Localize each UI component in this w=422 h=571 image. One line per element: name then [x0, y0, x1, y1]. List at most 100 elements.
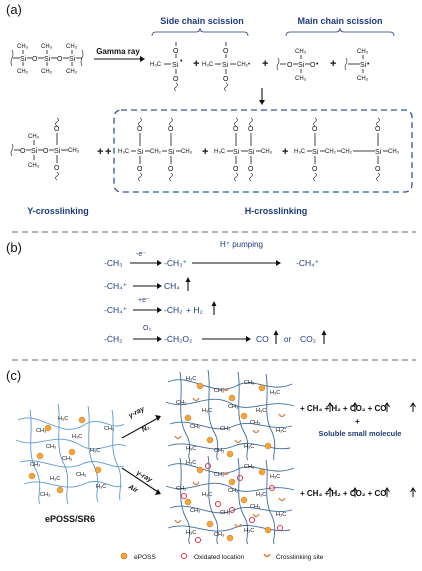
label-n2-9: CH₃ — [220, 426, 230, 432]
svg-text:CH₃: CH₃ — [66, 44, 78, 50]
row4-co2: CO₂ — [300, 334, 316, 344]
gas-arrow — [352, 402, 358, 412]
label-air-7: H₃C — [256, 492, 266, 498]
label-initial-9: CH₃ — [40, 492, 50, 498]
legend-oxidated-marker — [180, 552, 188, 560]
svg-text:+: + — [282, 146, 288, 158]
products-n2-arrows — [327, 402, 416, 412]
svg-text:Si: Si — [172, 62, 179, 69]
label-air-13: CH₃ — [214, 532, 224, 538]
eposs-n2 — [226, 450, 234, 458]
legend-eposs-marker — [120, 552, 128, 560]
label-initial-11: CH₃ — [104, 426, 114, 432]
svg-text:O: O — [233, 166, 239, 173]
label-air-14: H₃C — [244, 528, 254, 534]
svg-text:Si: Si — [312, 149, 319, 156]
svg-text:O: O — [248, 166, 254, 173]
row2-product: CH₄ — [164, 281, 180, 291]
main-chain-label: Main chain scission — [297, 16, 382, 26]
svg-text:O: O — [137, 126, 143, 133]
svg-text:O: O — [248, 126, 254, 133]
oxidated-location — [228, 506, 236, 514]
air-label: Air — [126, 483, 140, 495]
label-initial-6: H₃C — [90, 448, 100, 454]
svg-text:O: O — [173, 76, 179, 83]
svg-text:CH₂: CH₂ — [325, 149, 337, 155]
svg-text:CH₃: CH₃ — [181, 149, 193, 155]
svg-text:O: O — [20, 148, 26, 155]
label-initial-1: H₃C — [58, 416, 68, 422]
legend-crosslink-label: Crosslinking site — [276, 554, 324, 561]
crosslinking-site — [174, 435, 182, 440]
product-side-1: O H₃C Si • O — [150, 42, 183, 92]
svg-text:CH₃: CH₃ — [68, 148, 80, 154]
gas-arrow — [410, 487, 416, 497]
label-n2-13: CH₃ — [214, 448, 224, 454]
eposs-air — [264, 526, 272, 534]
svg-text:O: O — [168, 166, 174, 173]
svg-text:Si: Si — [375, 149, 382, 156]
h-pumping-label: H⁺ pumping — [220, 240, 263, 249]
svg-text:Si: Si — [248, 149, 255, 156]
oxidated-location — [236, 474, 244, 482]
svg-text:O: O — [54, 165, 60, 172]
crosslinking-site — [222, 471, 230, 476]
svg-text:CH₃: CH₃ — [28, 163, 40, 169]
y-crosslink-structure: O Si O Si CH₃ CH₃ CH₃ O O — [10, 117, 80, 181]
svg-text:O: O — [32, 56, 38, 63]
eposs-initial — [56, 486, 64, 494]
h-crosslinking-label: H-crosslinking — [245, 206, 308, 216]
label-n2-14: H₃C — [244, 444, 254, 450]
product-main-2: Si • CH₃ CH₃ — [344, 49, 370, 82]
label-n2-12: H₃C — [186, 446, 196, 452]
svg-text:H₃C: H₃C — [202, 62, 214, 68]
row3-e-plus: +e⁻ — [138, 297, 150, 304]
network-initial — [15, 403, 127, 505]
label-air-9: CH₃ — [220, 510, 230, 516]
label-initial-7: H₃C — [50, 476, 60, 482]
eposs-initial — [78, 416, 86, 424]
svg-text:+: + — [202, 146, 208, 158]
svg-text:O: O — [57, 56, 63, 63]
legend-crosslink-marker — [263, 553, 271, 558]
gamma-n2-label: γ-ray — [128, 405, 147, 420]
svg-text:O: O — [137, 166, 143, 173]
oxidated-location — [180, 492, 188, 500]
row3-product: -ĊH₂ — [164, 305, 182, 315]
eposs-air — [228, 478, 236, 486]
svg-text:CH₃: CH₃ — [357, 49, 369, 55]
label-n2-0: H₃C — [186, 376, 196, 382]
label-air-1: CH₃ — [214, 472, 224, 478]
row3-h2: + H₂ — [186, 305, 203, 315]
svg-text:CH₃: CH₃ — [295, 76, 307, 82]
svg-text:CH₃: CH₃ — [295, 49, 307, 55]
svg-text:O: O — [375, 126, 381, 133]
svg-text:CH₃: CH₃ — [28, 134, 40, 140]
products-air: + CH₄ + H₂ + CO₂ + CO — [300, 489, 387, 498]
svg-text:Si: Si — [69, 56, 76, 63]
eposs-air — [226, 534, 234, 542]
panel-label-c: (c) — [6, 368, 21, 383]
svg-text:+: + — [330, 58, 336, 70]
svg-text:O: O — [287, 62, 293, 69]
label-air-8: CH₃ — [190, 508, 200, 514]
gas-arrow — [352, 487, 358, 497]
svg-text:Si: Si — [298, 62, 305, 69]
svg-text:CH₂•: CH₂• — [237, 62, 250, 68]
svg-text:CH₃: CH₃ — [41, 69, 53, 75]
svg-text:•: • — [180, 58, 183, 65]
row3-reactant: -CH₄⁺ — [104, 305, 128, 315]
label-initial-4: CH₃ — [30, 462, 40, 468]
eposs-n2 — [184, 414, 192, 422]
label-n2-2: CH₃ — [244, 380, 254, 386]
h-crosslink-structure-1: H₃C Si CH₂ Si CH₃ O O O O — [118, 117, 193, 182]
label-air-5: H₃C — [202, 492, 212, 498]
gas-arrow — [384, 487, 390, 497]
eposs-air — [206, 520, 214, 528]
arrow-air — [121, 467, 159, 493]
eposs-n2 — [264, 442, 272, 450]
network-markers — [28, 382, 286, 544]
svg-text:O: O — [375, 166, 381, 173]
svg-text:CH₃: CH₃ — [357, 76, 369, 82]
